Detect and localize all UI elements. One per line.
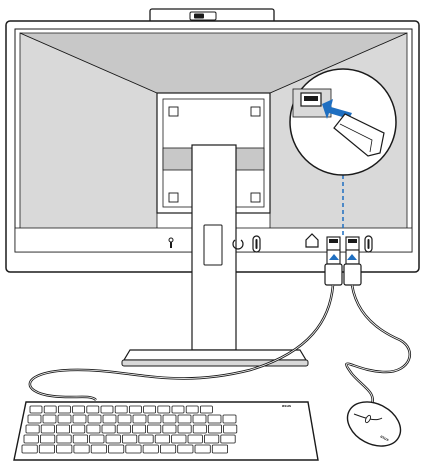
keyboard-key (143, 445, 158, 453)
keyboard-key (56, 425, 69, 433)
keyboard-key (26, 425, 39, 433)
keyboard-key (87, 425, 100, 433)
keyboard-key (208, 425, 221, 433)
keyboard-key (155, 435, 169, 443)
keyboard-key (133, 415, 146, 423)
keyboard-key (126, 445, 141, 453)
keyboard-key (102, 425, 115, 433)
keyboard-key (160, 445, 175, 453)
screw-hole (251, 193, 260, 202)
mouse-cable (346, 285, 409, 404)
keyboard-key (39, 445, 54, 453)
keyboard-key (103, 415, 116, 423)
keyboard-key (41, 425, 54, 433)
keyboard-key (188, 435, 202, 443)
keyboard-key (186, 406, 198, 413)
keyboard-key (57, 435, 71, 443)
keyboard-keys (22, 406, 237, 453)
keyboard-key (204, 435, 218, 443)
keyboard-key (73, 435, 87, 443)
keyboard-key (221, 435, 235, 443)
keyboard-key (139, 435, 153, 443)
keyboard-key (122, 435, 136, 443)
keyboard-key (200, 406, 212, 413)
usb-a-port-icon (346, 237, 359, 250)
keyboard-key (74, 445, 89, 453)
keyboard-key (30, 406, 42, 413)
keyboard-key (73, 415, 86, 423)
keyboard-key (172, 435, 186, 443)
keyboard-key (101, 406, 113, 413)
keyboard-key (163, 415, 176, 423)
keyboard-key (148, 425, 161, 433)
keyboard-key (44, 406, 56, 413)
keyboard-key (87, 406, 99, 413)
keyboard-key (129, 406, 141, 413)
keyboard-key (90, 435, 104, 443)
keyboard-key (58, 415, 71, 423)
keyboard-key (193, 425, 206, 433)
keyboard-key (118, 415, 131, 423)
keyboard-key (193, 415, 206, 423)
keyboard-key (224, 425, 237, 433)
keyboard-cable (30, 285, 333, 400)
mouse: asus (340, 393, 408, 455)
screw-hole (169, 193, 178, 202)
keyboard-key (178, 445, 193, 453)
camera-lens-icon (194, 14, 204, 19)
keyboard-key (163, 425, 176, 433)
usb-plug (344, 250, 361, 285)
screw-hole (251, 107, 260, 116)
stand-base (122, 360, 308, 366)
keyboard-key (117, 425, 130, 433)
keyboard-key (115, 406, 127, 413)
keyboard-key (58, 406, 70, 413)
keyboard-key (195, 445, 210, 453)
keyboard-key (148, 415, 161, 423)
brand-logo: asus (282, 403, 292, 408)
keyboard-key (172, 406, 184, 413)
screw-hole (169, 107, 178, 116)
keyboard-key (91, 445, 106, 453)
keyboard-key (73, 406, 85, 413)
keyboard-key (208, 415, 221, 423)
usb-plug (325, 250, 342, 285)
keyboard-key (106, 435, 120, 443)
keyboard-key (132, 425, 145, 433)
keyboard-key (72, 425, 85, 433)
keyboard-key (178, 425, 191, 433)
keyboard-key (109, 445, 124, 453)
keyboard-key (28, 415, 41, 423)
keyboard-key (158, 406, 170, 413)
keyboard-key (40, 435, 54, 443)
keyboard-key (22, 445, 37, 453)
keyboard: asus (14, 402, 318, 460)
keyboard-key (144, 406, 156, 413)
keyboard-key (223, 415, 236, 423)
keyboard-key (88, 415, 101, 423)
keyboard-key (24, 435, 38, 443)
keyboard-key (43, 415, 56, 423)
keyboard-key (178, 415, 191, 423)
keyboard-key (57, 445, 72, 453)
usb-a-port-icon (327, 237, 340, 250)
keyboard-key (212, 445, 227, 453)
